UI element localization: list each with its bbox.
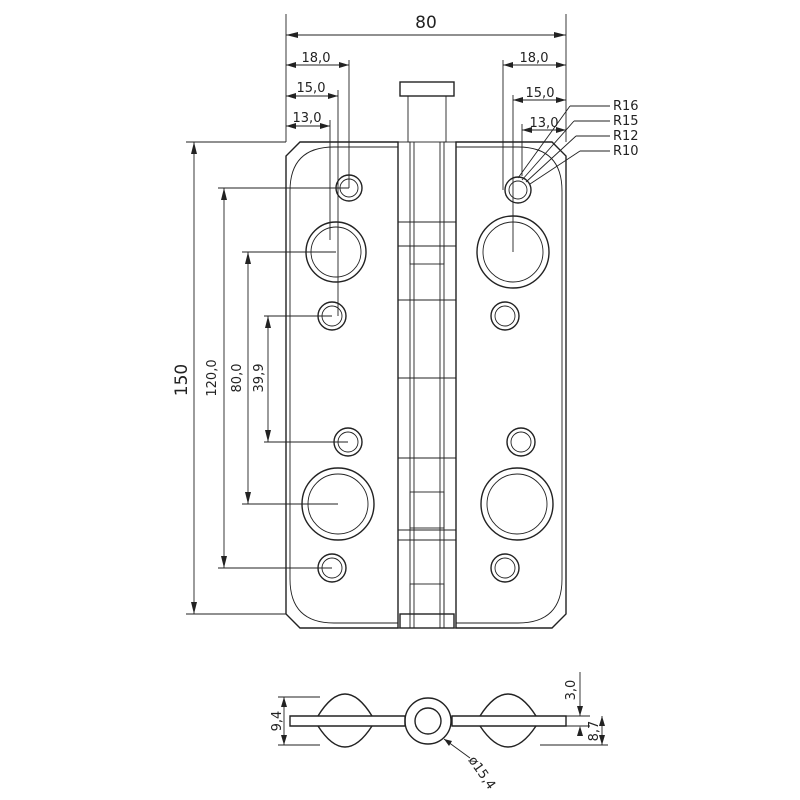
- dim-text-right-15: 15,0: [526, 86, 555, 101]
- dimension-left-15: 15,0: [286, 81, 339, 316]
- side-knuckle-outer: [404, 697, 452, 745]
- dim-text-left-15: 15,0: [297, 81, 326, 96]
- dimension-left-13: 13,0: [286, 111, 331, 240]
- hinge-front-view: [285, 81, 567, 629]
- dim-text-left-13: 13,0: [293, 111, 322, 126]
- screw-hole: [490, 301, 520, 331]
- hinge-barrel: [397, 81, 457, 629]
- label-r16: R16: [613, 99, 639, 114]
- side-leaf-right: [451, 715, 567, 727]
- dimension-pin-diameter: ø15,4: [443, 738, 498, 793]
- dim-text-3-0: 3,0: [564, 680, 579, 701]
- dim-text-pin-diameter: ø15,4: [465, 754, 498, 793]
- dimension-width-80: 80: [285, 13, 567, 142]
- radius-leaders: [517, 105, 610, 185]
- dim-text-9-4: 9,4: [270, 711, 285, 732]
- screw-hole: [490, 553, 520, 583]
- dimension-height-150: 150: [172, 141, 286, 615]
- dimension-vertical-39-9: 39,9: [252, 315, 348, 443]
- label-r12: R12: [613, 129, 639, 144]
- dimension-vertical-120: 120,0: [205, 187, 349, 569]
- dimension-side-9-4: 9,4: [270, 696, 320, 746]
- dim-text-39-9: 39,9: [252, 364, 267, 393]
- dim-text-right-18: 18,0: [520, 51, 549, 66]
- barrel-right-strip: [443, 141, 457, 629]
- side-bulge-left-bottom: [317, 725, 373, 748]
- side-bulge-right-bottom: [479, 725, 537, 748]
- dim-text-150: 150: [172, 364, 192, 396]
- screw-hole: [506, 427, 536, 457]
- right-plate-holes: [476, 176, 554, 583]
- plate-outline: [285, 141, 399, 629]
- screw-hole: [504, 176, 532, 204]
- side-knuckle-inner: [414, 707, 442, 735]
- dimension-right-15: 15,0: [512, 86, 566, 252]
- dimension-side-8-7: 8,7: [540, 716, 608, 746]
- pin-knurl-bottom: [409, 583, 445, 615]
- large-hole: [480, 467, 554, 541]
- dim-text-120: 120,0: [205, 359, 220, 396]
- dimension-left-18: 18,0: [286, 51, 350, 188]
- plate-inner-outline-right: [455, 146, 563, 624]
- barrel-left-strip: [397, 141, 411, 629]
- dimension-side-3-0: 3,0: [564, 672, 590, 736]
- dim-text-left-18: 18,0: [302, 51, 331, 66]
- dimension-vertical-80: 80,0: [230, 251, 338, 505]
- side-leaf-left: [289, 715, 406, 727]
- side-bulge-left-top: [317, 693, 373, 717]
- label-r10: R10: [613, 144, 639, 159]
- side-bulge-right-top: [479, 693, 537, 717]
- label-r15: R15: [613, 114, 639, 129]
- pin-head-bottom: [399, 613, 455, 629]
- dim-text-80-vertical: 80,0: [230, 364, 245, 393]
- dim-text-right-13: 13,0: [530, 116, 559, 131]
- dim-text-80: 80: [415, 13, 437, 33]
- pin-knurl-top: [407, 95, 447, 143]
- hinge-side-view: [289, 693, 567, 748]
- dim-text-8-7: 8,7: [587, 721, 602, 742]
- pin-head-top: [399, 81, 455, 97]
- plate-inner-outline-left: [289, 146, 399, 624]
- dimension-right-13: 13,0: [521, 116, 566, 176]
- dimension-right-18: 18,0: [502, 51, 566, 190]
- knuckle-separators: [398, 221, 456, 541]
